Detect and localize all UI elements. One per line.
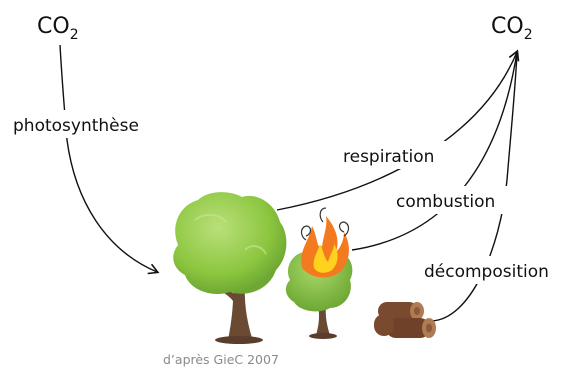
combustion-arrow bbox=[351, 51, 518, 251]
decomposition-label: décomposition bbox=[424, 262, 549, 282]
wood-logs-illustration bbox=[374, 302, 436, 338]
fire-icon bbox=[300, 207, 350, 278]
co2-right-label: CO2 bbox=[491, 14, 533, 43]
respiration-label-bg bbox=[338, 141, 460, 169]
decomposition-label-bg bbox=[420, 256, 574, 284]
source-credit: d’après GieC 2007 bbox=[163, 352, 279, 367]
photosynthesis-label: photosynthèse bbox=[13, 116, 139, 136]
photosynthesis-arrow bbox=[59, 44, 160, 275]
decomposition-arrow bbox=[430, 51, 518, 322]
co2-left-label: CO2 bbox=[37, 14, 79, 43]
combustion-label: combustion bbox=[396, 192, 495, 212]
respiration-label: respiration bbox=[343, 147, 434, 167]
photosynthesis-label-bg bbox=[8, 110, 168, 138]
combustion-label-bg bbox=[392, 186, 520, 214]
large-tree-illustration bbox=[173, 192, 287, 344]
